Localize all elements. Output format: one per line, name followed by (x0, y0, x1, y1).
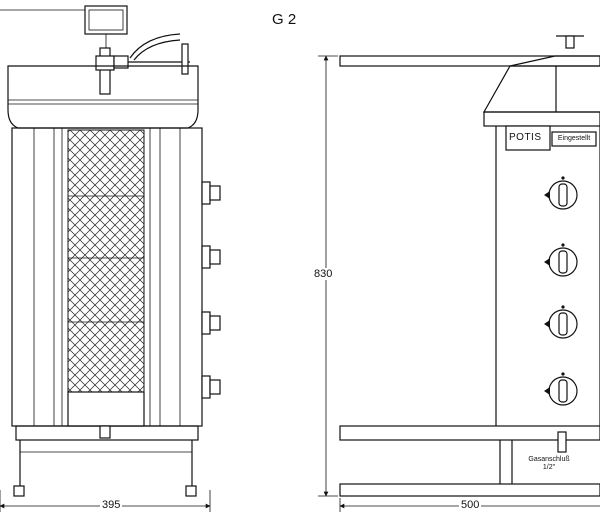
side-sign-panel (84, 5, 128, 35)
indicator-plate (551, 131, 597, 147)
gas-connection-label: Gasanschluß 1/2" (518, 456, 580, 472)
control-knobs (544, 176, 578, 406)
height-dimension-label: 830 (312, 268, 335, 280)
drawing-title: G 2 (272, 11, 297, 28)
side-view (0, 5, 221, 512)
indicator-label: Eingestellt (557, 135, 591, 142)
side-width-dimension-label: 395 (100, 499, 123, 511)
gas-connection-line1: Gasanschluß (528, 456, 570, 463)
brand-plate (505, 125, 551, 151)
side-knobs (201, 181, 221, 399)
brand-label: POTIS (509, 132, 542, 143)
front-width-dimension-label: 500 (459, 499, 482, 511)
gas-connection-line2: 1/2" (542, 464, 556, 471)
side-burner-mesh (67, 129, 145, 393)
side-spit-rod (99, 47, 111, 95)
front-view (318, 35, 600, 512)
